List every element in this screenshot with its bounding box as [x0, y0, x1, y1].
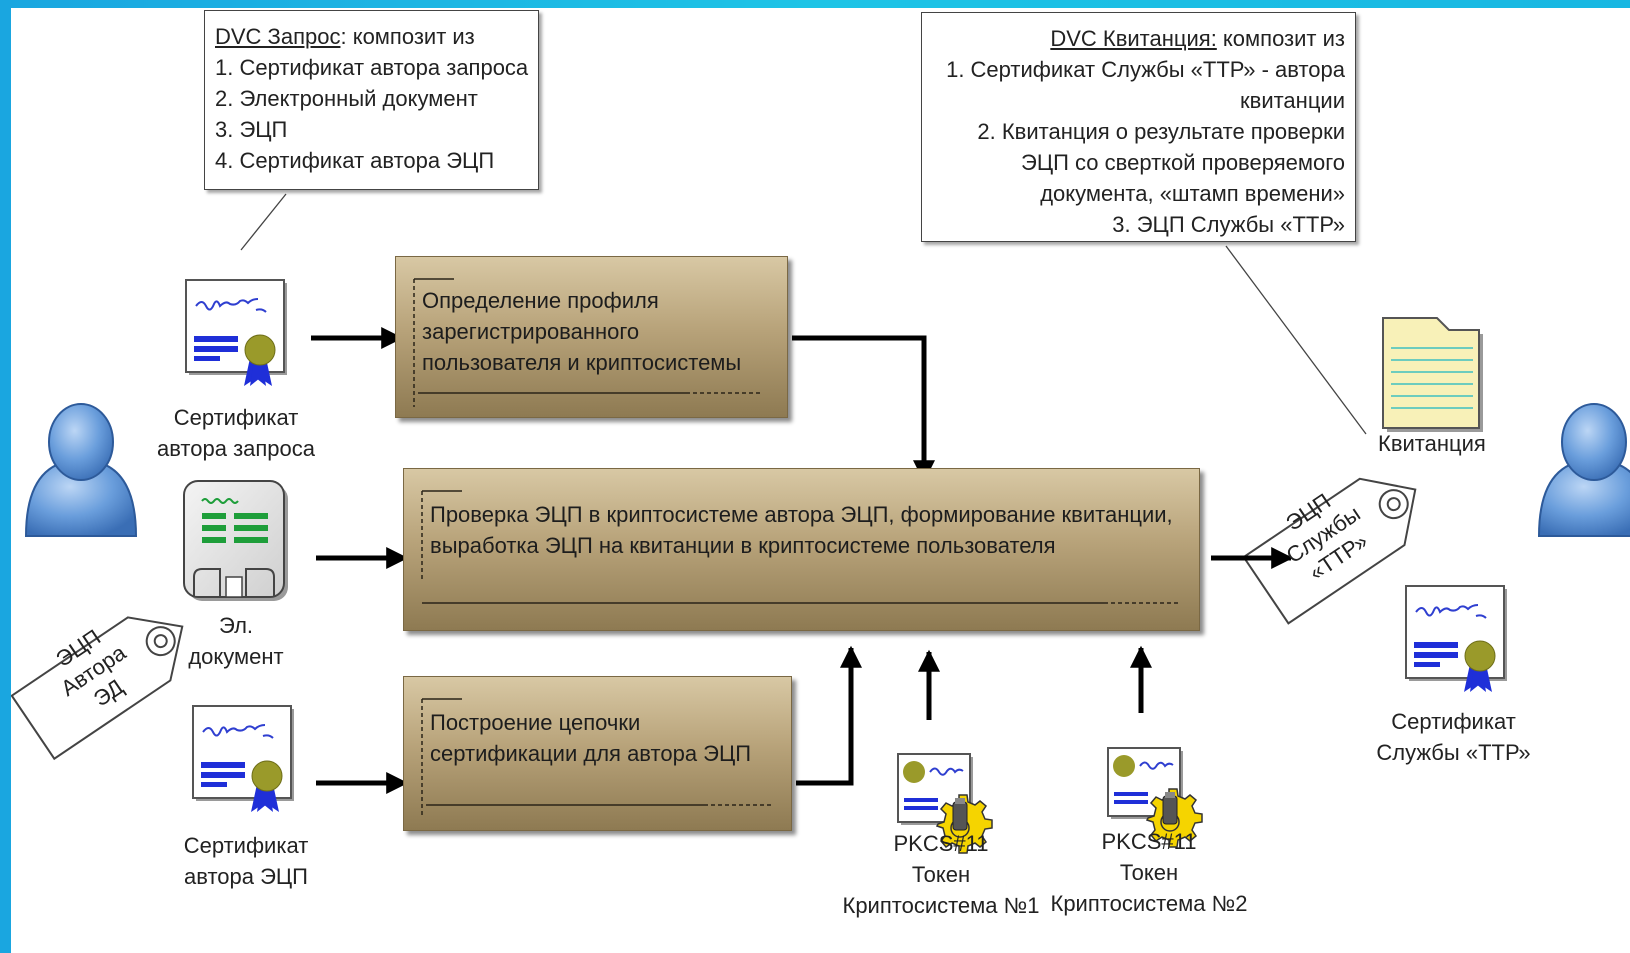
callout-dvc-request-line: 2. Электронный документ	[215, 86, 478, 111]
label-cert-ttr-line: Сертификат	[1391, 709, 1516, 734]
callout-dvc-request-line: 1. Сертификат автора запроса	[215, 55, 529, 80]
label-el-doc-line: документ	[188, 644, 284, 669]
label-cert-signer: Сертификат автора ЭЦП	[161, 830, 331, 892]
process-chain-line: Построение цепочки	[430, 710, 641, 735]
callout-dvc-request-title-suffix: : композит из	[340, 24, 475, 49]
callout-dvc-receipt-title-row: DVC Квитанция: композит из	[922, 23, 1345, 54]
document-icon	[183, 480, 288, 601]
certificate-icon-request	[185, 279, 288, 387]
label-el-doc-line: Эл.	[218, 613, 254, 638]
callout-dvc-receipt-title-suffix: композит из	[1216, 26, 1345, 51]
certificate-icon-signer	[192, 705, 295, 813]
process-verify-line: Проверка ЭЦП в криптосистеме автора ЭЦП,…	[430, 502, 1173, 527]
label-token2-line: Токен	[1119, 860, 1179, 885]
callout-left-leader	[240, 193, 287, 251]
process-verify-decor	[421, 490, 1179, 604]
process-profile-line: пользователя и криптосистемы	[422, 350, 742, 375]
callout-dvc-receipt-line: 1. Сертификат Службы «ТТР» - автора	[946, 57, 1345, 82]
arrow-chain-to-verify	[796, 645, 862, 786]
arrow-profile-to-verify	[792, 335, 935, 483]
callout-dvc-receipt-line: квитанции	[1240, 88, 1345, 113]
signature-tag-icon-signer	[11, 616, 184, 761]
callout-dvc-request-line: 3. ЭЦП	[215, 117, 288, 142]
label-token1-line: Криптосистема №1	[842, 893, 1040, 918]
process-profile-line: зарегистрированного	[422, 319, 640, 344]
callout-dvc-receipt: DVC Квитанция: композит из 1. Сертификат…	[921, 12, 1356, 242]
callout-dvc-request-line: 4. Сертификат автора ЭЦП	[215, 148, 495, 173]
callout-dvc-request-title: DVC Запрос	[215, 24, 341, 49]
process-verify: Проверка ЭЦП в криптосистеме автора ЭЦП,…	[403, 468, 1200, 631]
callout-right-leader	[1225, 245, 1367, 435]
person-icon-left	[24, 403, 138, 537]
process-chain-text: Построение цепочки сертификации для авто…	[430, 707, 751, 769]
process-profile-decor	[413, 278, 761, 407]
process-verify-line: выработка ЭЦП на квитанции в криптосисте…	[430, 533, 1056, 558]
callout-dvc-receipt-line: 3. ЭЦП Службы «ТТР»	[1112, 212, 1345, 237]
label-cert-signer-line: автора ЭЦП	[184, 864, 308, 889]
callout-dvc-receipt-title: DVC Квитанция:	[1050, 26, 1217, 51]
label-receipt: Квитанция	[1378, 431, 1486, 456]
label-token2-line: Криптосистема №2	[1050, 891, 1248, 916]
label-cert-ttr-line: Службы «ТТР»	[1376, 740, 1531, 765]
diagram-graphics	[11, 193, 1630, 854]
label-token2: PKCS#11 Токен Криптосистема №2	[1049, 826, 1249, 919]
callout-dvc-receipt-line: ЭЦП со сверткой проверяемого	[1021, 150, 1345, 175]
label-cert-ttr: Сертификат Службы «ТТР»	[1361, 706, 1546, 768]
label-token2-line: PKCS#11	[1101, 829, 1197, 854]
label-cert-signer-line: Сертификат	[183, 833, 309, 858]
process-chain-decor	[421, 698, 774, 817]
label-cert-request: Сертификат автора запроса	[151, 402, 321, 464]
certificate-icon-ttr	[1405, 585, 1508, 693]
callout-dvc-request: DVC Запрос: композит из 1. Сертификат ав…	[204, 10, 539, 190]
callout-dvc-receipt-line: 2. Квитанция о результате проверки	[977, 119, 1345, 144]
process-chain-line: сертификации для автора ЭЦП	[430, 741, 752, 766]
signature-tag-icon-ttr	[1242, 477, 1417, 625]
label-cert-request-line: Сертификат	[173, 405, 299, 430]
callout-dvc-receipt-line: документа, «штамп времени»	[1040, 181, 1345, 206]
callout-dvc-request-title-row: DVC Запрос: композит из	[215, 21, 538, 52]
label-el-doc: Эл. документ	[176, 610, 296, 672]
label-token1: PKCS#11 Токен Криптосистема №1	[841, 828, 1041, 921]
process-profile-line: Определение профиля	[422, 288, 659, 313]
process-profile: Определение профиля зарегистрированного …	[395, 256, 788, 418]
receipt-icon	[1382, 317, 1483, 432]
label-cert-request-line: автора запроса	[156, 436, 316, 461]
diagram-canvas: DVC Запрос: композит из 1. Сертификат ав…	[11, 8, 1630, 953]
process-chain: Построение цепочки сертификации для авто…	[403, 676, 792, 831]
process-profile-text: Определение профиля зарегистрированного …	[422, 285, 741, 378]
label-token1-line: Токен	[911, 862, 971, 887]
process-verify-text: Проверка ЭЦП в криптосистеме автора ЭЦП,…	[430, 499, 1173, 561]
person-icon-right	[1537, 403, 1630, 537]
label-token1-line: PKCS#11	[893, 831, 989, 856]
